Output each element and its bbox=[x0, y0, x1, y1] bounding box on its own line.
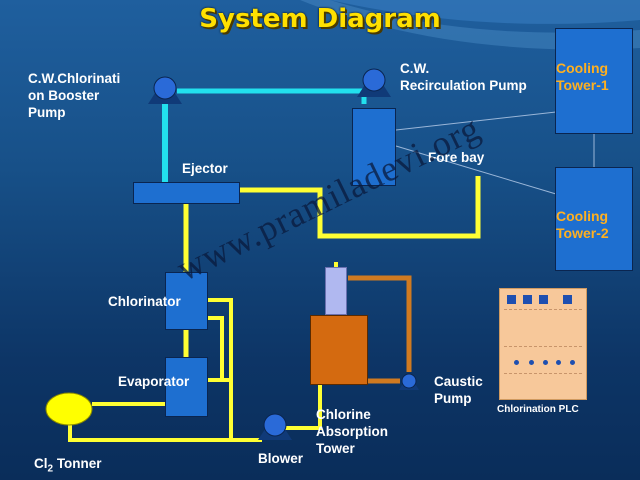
pump-icon bbox=[357, 68, 391, 97]
chlorine-pipe bbox=[285, 385, 322, 430]
plc-divider bbox=[504, 346, 582, 347]
ejector-box bbox=[133, 182, 240, 204]
plc-indicator bbox=[507, 295, 516, 304]
cooling-tower-2 bbox=[555, 167, 633, 271]
plc-dot bbox=[543, 360, 548, 365]
chlorination-plc-label: Chlorination PLC bbox=[497, 404, 579, 415]
evaporator-label: Evaporator bbox=[118, 374, 190, 389]
chlorine-absorption-tower-label: Chlorine Absorption Tower bbox=[316, 407, 388, 456]
caustic-pipe bbox=[348, 275, 412, 372]
fore-bay-tank bbox=[352, 108, 396, 186]
plc-indicator bbox=[523, 295, 532, 304]
chlorination-plc-panel bbox=[499, 288, 587, 400]
plc-dot bbox=[556, 360, 561, 365]
cl2-tonner-label: Cl2 Tonner bbox=[34, 455, 102, 478]
cooling-tower-1 bbox=[555, 28, 633, 134]
plc-dot bbox=[514, 360, 519, 365]
caustic-pump-label: Caustic Pump bbox=[434, 374, 483, 406]
diagram-title: System Diagram bbox=[199, 4, 441, 34]
fore-bay-label: Fore bay bbox=[428, 150, 485, 165]
blower-label: Blower bbox=[258, 451, 304, 466]
plc-indicator bbox=[563, 295, 572, 304]
plc-divider bbox=[504, 309, 582, 310]
cl2-tonner-label-main: Cl bbox=[34, 456, 48, 471]
cooling-tower-1-label: Cooling Tower-1 bbox=[556, 60, 609, 93]
pump-icon bbox=[148, 76, 182, 104]
chlorine-pipe bbox=[240, 176, 481, 239]
water-pipe bbox=[177, 88, 367, 104]
chlorine-pipe bbox=[68, 424, 262, 442]
cw-booster-pump-label: C.W.Chlorinati on Booster Pump bbox=[28, 71, 121, 120]
ejector-label: Ejector bbox=[182, 161, 228, 176]
absorption-tower bbox=[310, 315, 368, 385]
evaporator-box bbox=[165, 357, 208, 417]
plc-dot bbox=[570, 360, 575, 365]
cooling-tower-2-label: Cooling Tower-2 bbox=[556, 208, 609, 241]
chlorine-pipe bbox=[208, 298, 233, 440]
plc-dot bbox=[529, 360, 534, 365]
cl2-tonner-label-sub: 2 bbox=[47, 463, 54, 475]
pump-icon bbox=[258, 413, 292, 440]
plc-indicator bbox=[539, 295, 548, 304]
pump-icon bbox=[399, 373, 419, 390]
cl2-tonner-label-rest: Tonner bbox=[53, 456, 102, 471]
chlorinator-box bbox=[165, 272, 208, 330]
chlorine-pipe bbox=[208, 316, 224, 380]
plc-divider bbox=[504, 373, 582, 374]
cw-recirculation-pump-label: C.W. Recirculation Pump bbox=[400, 61, 527, 93]
chlorinator-label: Chlorinator bbox=[108, 294, 181, 309]
connector-line bbox=[395, 145, 557, 195]
connector-line bbox=[395, 111, 557, 131]
cylinder-tank-icon bbox=[45, 392, 93, 426]
absorption-column bbox=[325, 267, 347, 315]
